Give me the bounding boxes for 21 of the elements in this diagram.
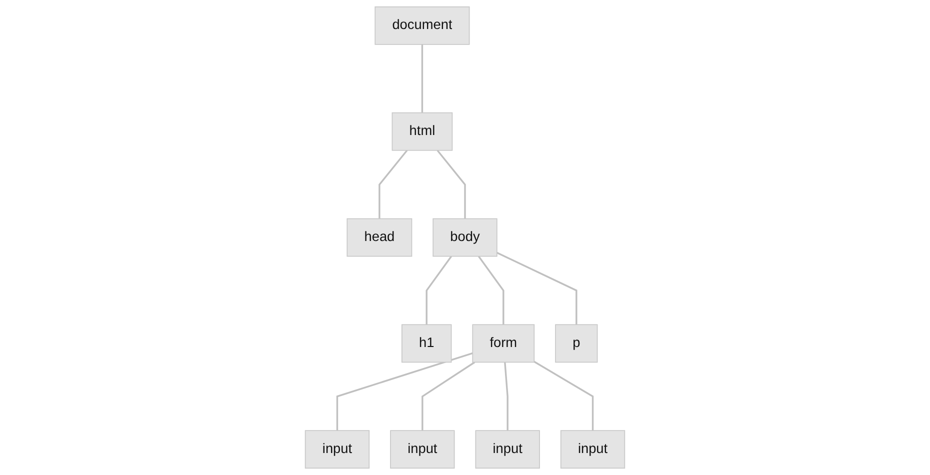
connector xyxy=(426,256,452,325)
connector xyxy=(534,360,594,431)
node-box: input xyxy=(390,430,455,469)
connector xyxy=(378,150,408,219)
node-box: input xyxy=(475,430,540,469)
node-box: form xyxy=(472,324,535,363)
node-box: input xyxy=(560,430,626,469)
node-box: h1 xyxy=(401,324,452,363)
node-box: document xyxy=(374,6,470,45)
node-box: body xyxy=(432,218,498,257)
connector xyxy=(422,362,476,431)
connector xyxy=(421,44,424,113)
node-box: p xyxy=(555,324,598,363)
connector xyxy=(478,256,504,325)
node-box: input xyxy=(304,430,370,469)
node-box: head xyxy=(346,218,412,257)
node-box: html xyxy=(392,112,453,151)
connector xyxy=(436,150,466,219)
connector xyxy=(496,252,578,325)
connector xyxy=(504,362,508,431)
connector xyxy=(336,352,473,431)
